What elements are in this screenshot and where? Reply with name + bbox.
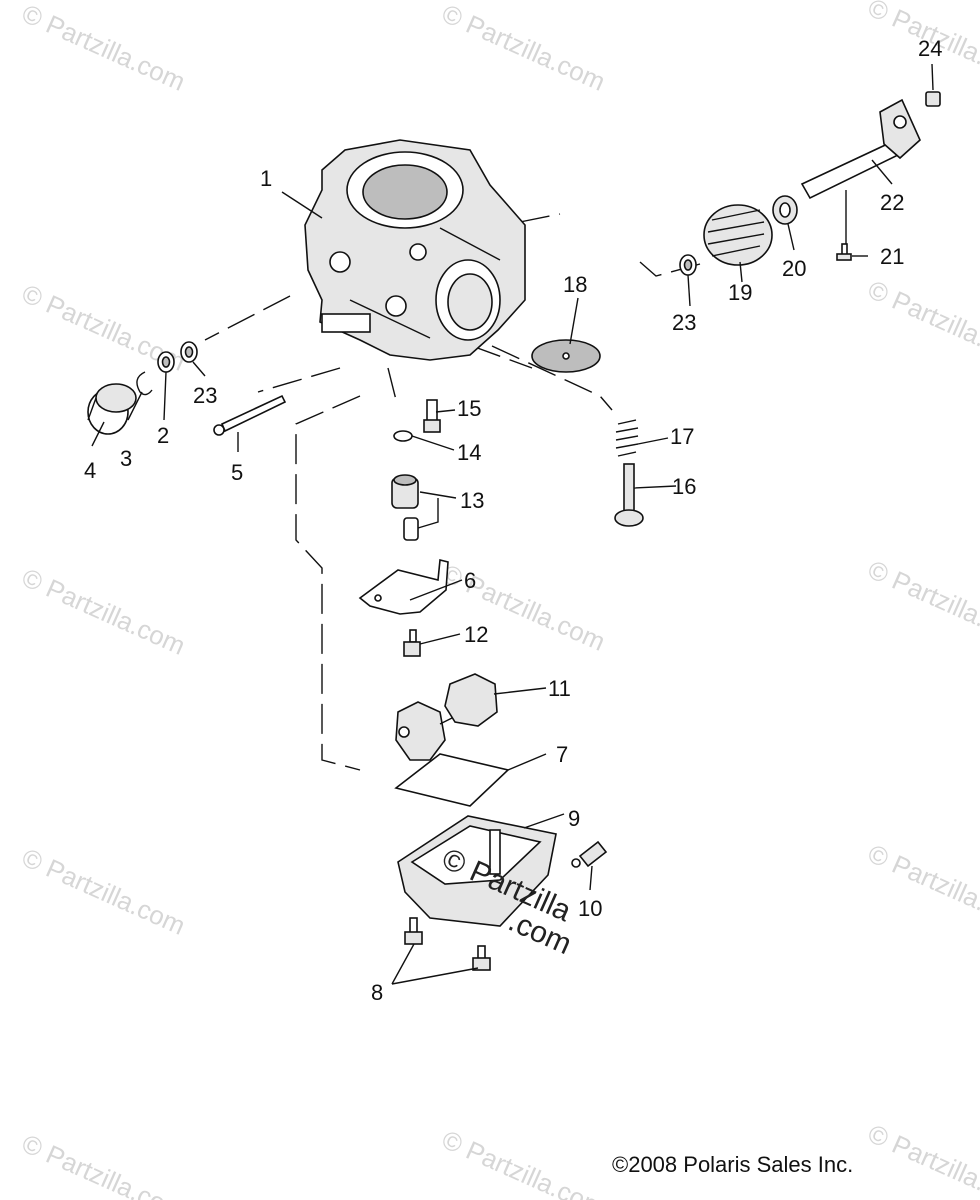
seal-left: [180, 341, 198, 363]
callout-label: 23: [672, 310, 696, 335]
copyright-notice: ©2008 Polaris Sales Inc.: [612, 1152, 854, 1177]
callout-label: 15: [457, 396, 481, 421]
idle-spring: [615, 419, 639, 457]
drain-screw: [571, 840, 608, 868]
diaphragm-plate: [531, 339, 601, 373]
callout-label: 1: [260, 166, 272, 191]
throttle-shaft: [800, 98, 921, 200]
nut: [925, 91, 941, 107]
watermark: © Partzilla.com: [18, 562, 190, 661]
idle-screw: [614, 463, 644, 527]
callout-label: 20: [782, 256, 806, 281]
bushing: [772, 195, 798, 225]
seal-right: [679, 254, 697, 276]
watermark: © Partzilla.com: [864, 1118, 980, 1200]
cap: [87, 383, 137, 435]
callout-label: 2: [157, 423, 169, 448]
callout-label: 9: [568, 806, 580, 831]
watermark: © Partzilla.com: [438, 1124, 610, 1200]
callout-label: 4: [84, 458, 96, 483]
bracket-screw: [403, 629, 421, 657]
assembly-lines: [204, 213, 701, 771]
main-jet: [423, 399, 441, 433]
callout-label: 7: [556, 742, 568, 767]
callout-label: 14: [457, 440, 481, 465]
float-bowl: [397, 815, 557, 927]
callout-labels: 1 2 3 4 5 6 7 8 9 10 11 12 13 14 15 16 1…: [84, 36, 942, 1005]
callout-label: 23: [193, 383, 217, 408]
watermark: © Partzilla.com: [438, 0, 610, 97]
callout-label: 18: [563, 272, 587, 297]
watermark: © Partzilla.com: [864, 274, 980, 373]
needle-seat: [391, 474, 419, 541]
float: [395, 673, 498, 761]
callout-label: 24: [918, 36, 942, 61]
watermark: © Partzilla.com: [864, 554, 980, 653]
callout-label: 21: [880, 244, 904, 269]
callout-label: 8: [371, 980, 383, 1005]
callout-label: 13: [460, 488, 484, 513]
watermark: © Partzilla.com: [18, 842, 190, 941]
long-screw: [213, 394, 287, 436]
o-ring: [393, 430, 413, 442]
float-bowl-gasket: [394, 753, 510, 807]
shaft-screw: [836, 243, 852, 261]
callout-label: 10: [578, 896, 602, 921]
callout-label: 3: [120, 446, 132, 471]
washer: [157, 351, 175, 373]
e-clip: [136, 371, 153, 396]
bowl-screws: [404, 917, 491, 971]
callout-label: 11: [548, 676, 571, 701]
leader-lines: [91, 63, 934, 985]
callout-label: 17: [670, 424, 694, 449]
throttle-spring: [703, 204, 773, 266]
carburetor-body: [304, 139, 526, 361]
watermark: © Partzilla.com: [864, 838, 980, 937]
float-bracket: [358, 558, 449, 615]
callout-label: 16: [672, 474, 696, 499]
callout-label: 12: [464, 622, 488, 647]
callout-label: 6: [464, 568, 476, 593]
callout-label: 5: [231, 460, 243, 485]
callout-label: 19: [728, 280, 752, 305]
watermark: © Partzilla.com: [18, 1128, 190, 1200]
watermark: © Partzilla.com: [18, 0, 190, 97]
callout-label: 22: [880, 190, 904, 215]
